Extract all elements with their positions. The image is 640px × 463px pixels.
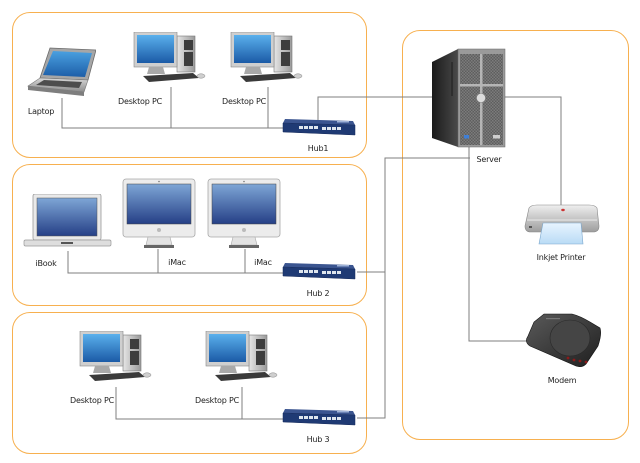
label-desktop3a: Desktop PC <box>70 396 114 405</box>
label-hub3: Hub 3 <box>306 435 330 444</box>
node-imac2[interactable] <box>207 178 281 250</box>
laptop-icon <box>27 47 97 96</box>
modem-icon <box>526 313 601 367</box>
edge-ibook-hub2 <box>67 251 285 274</box>
node-desktop3b[interactable] <box>205 330 281 387</box>
edge-laptop-hub1 <box>61 98 285 129</box>
group-lan2 <box>12 164 367 306</box>
hub-icon <box>282 263 356 280</box>
label-imac1: iMac <box>168 258 186 267</box>
node-hub1[interactable] <box>279 115 359 141</box>
node-desktop1b[interactable] <box>230 31 306 88</box>
group-lan1 <box>12 12 367 158</box>
group-lan3 <box>12 312 367 454</box>
label-desktop3b: Desktop PC <box>195 396 239 405</box>
label-ibook: iBook <box>35 259 57 268</box>
label-laptop: Laptop <box>27 107 55 116</box>
node-desktop3a[interactable] <box>79 330 155 387</box>
node-hub2[interactable] <box>279 259 359 285</box>
node-desktop1a[interactable] <box>133 31 209 88</box>
node-imac1[interactable] <box>122 178 196 250</box>
group-core <box>402 30 629 440</box>
desktop-pc-icon <box>205 330 278 381</box>
label-imac2: iMac <box>254 258 272 267</box>
label-server: Server <box>476 155 502 164</box>
server-icon <box>432 48 506 148</box>
ibook-icon <box>23 193 112 247</box>
label-desktop1b: Desktop PC <box>222 97 266 106</box>
node-printer[interactable] <box>523 204 601 248</box>
imac-icon <box>207 178 281 248</box>
imac-icon <box>122 178 196 248</box>
hub-icon <box>282 119 356 136</box>
edge-hub2-server <box>357 157 470 273</box>
edge-desktop3a-hub3 <box>115 387 285 420</box>
desktop-pc-icon <box>79 330 152 381</box>
label-hub1: Hub1 <box>307 144 329 153</box>
edge-server-modem <box>468 147 528 342</box>
label-modem: Modem <box>547 376 577 385</box>
edge-hub3-server <box>357 272 386 419</box>
label-hub2: Hub 2 <box>306 289 330 298</box>
label-desktop1a: Desktop PC <box>118 97 162 106</box>
node-hub3[interactable] <box>279 405 359 431</box>
node-server[interactable] <box>432 48 506 148</box>
hub-icon <box>282 409 356 426</box>
node-modem[interactable] <box>524 312 604 370</box>
desktop-pc-icon <box>133 31 206 82</box>
node-laptop[interactable] <box>24 46 97 100</box>
node-ibook[interactable] <box>23 193 113 248</box>
edge-server-printer <box>505 96 562 205</box>
label-printer: Inkjet Printer <box>536 253 586 262</box>
inkjet-printer-icon <box>524 204 600 245</box>
desktop-pc-icon <box>230 31 303 82</box>
edge-hub1-server <box>317 96 433 120</box>
